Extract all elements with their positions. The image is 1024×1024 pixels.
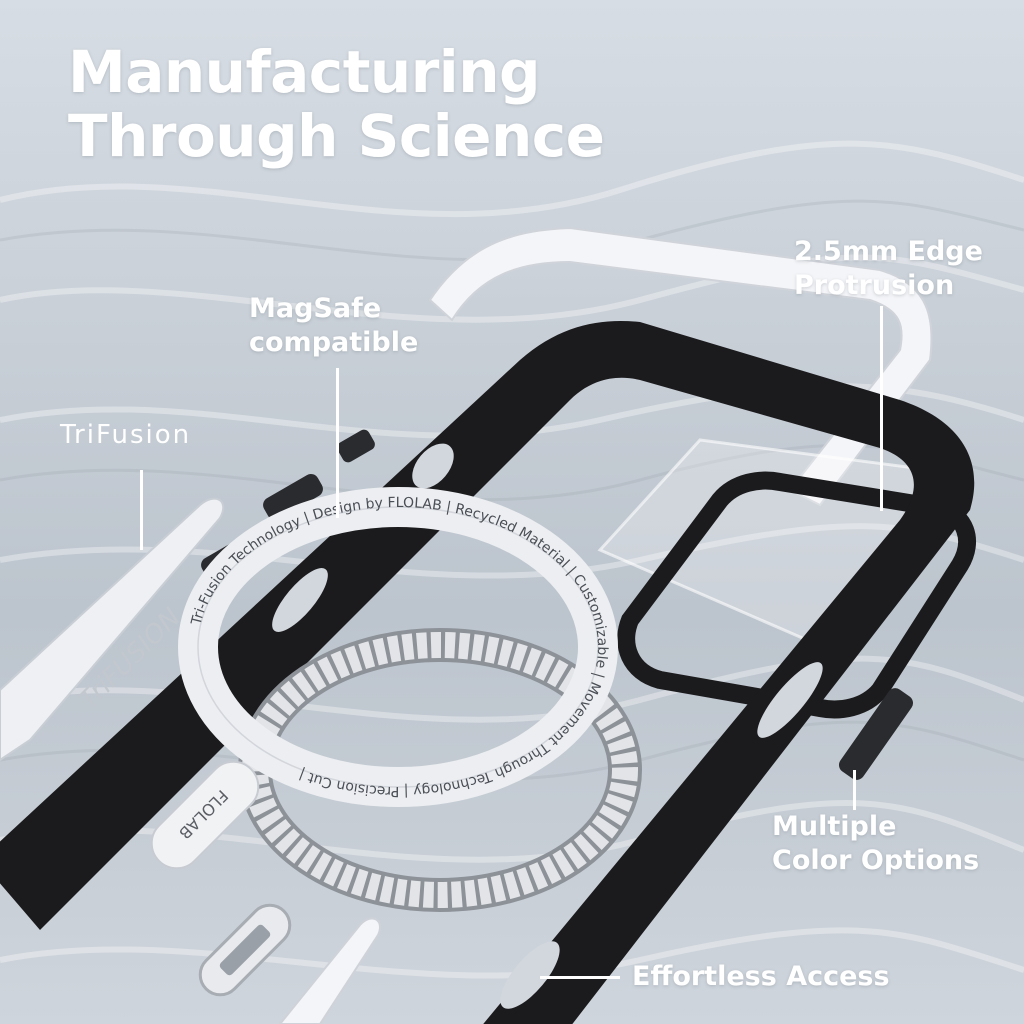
color-leader-line <box>853 770 856 810</box>
headline-line-2: Through Science <box>68 102 605 170</box>
bottom-cushion-strip <box>278 917 381 1024</box>
callout-magsafe: MagSafe compatible <box>249 293 419 358</box>
headline: Manufacturing Through Science <box>68 38 605 170</box>
callout-color-options: Multiple Color Options <box>772 811 980 876</box>
metal-clip <box>198 903 292 997</box>
headline-line-1: Manufacturing <box>68 38 541 106</box>
edge-leader-line <box>880 306 883 511</box>
camera-ring <box>617 471 977 719</box>
access-leader-line <box>540 976 620 979</box>
magnetic-ring <box>238 628 642 912</box>
top-cushion-strip <box>428 226 933 507</box>
callout-edge-protrusion: 2.5mm Edge Protrusion <box>794 236 983 301</box>
trifusion-logo: TriFusion <box>60 420 192 450</box>
callout-effortless-access: Effortless Access <box>632 961 890 992</box>
logo-leader-line <box>140 470 143 550</box>
magsafe-leader-line <box>336 368 339 518</box>
